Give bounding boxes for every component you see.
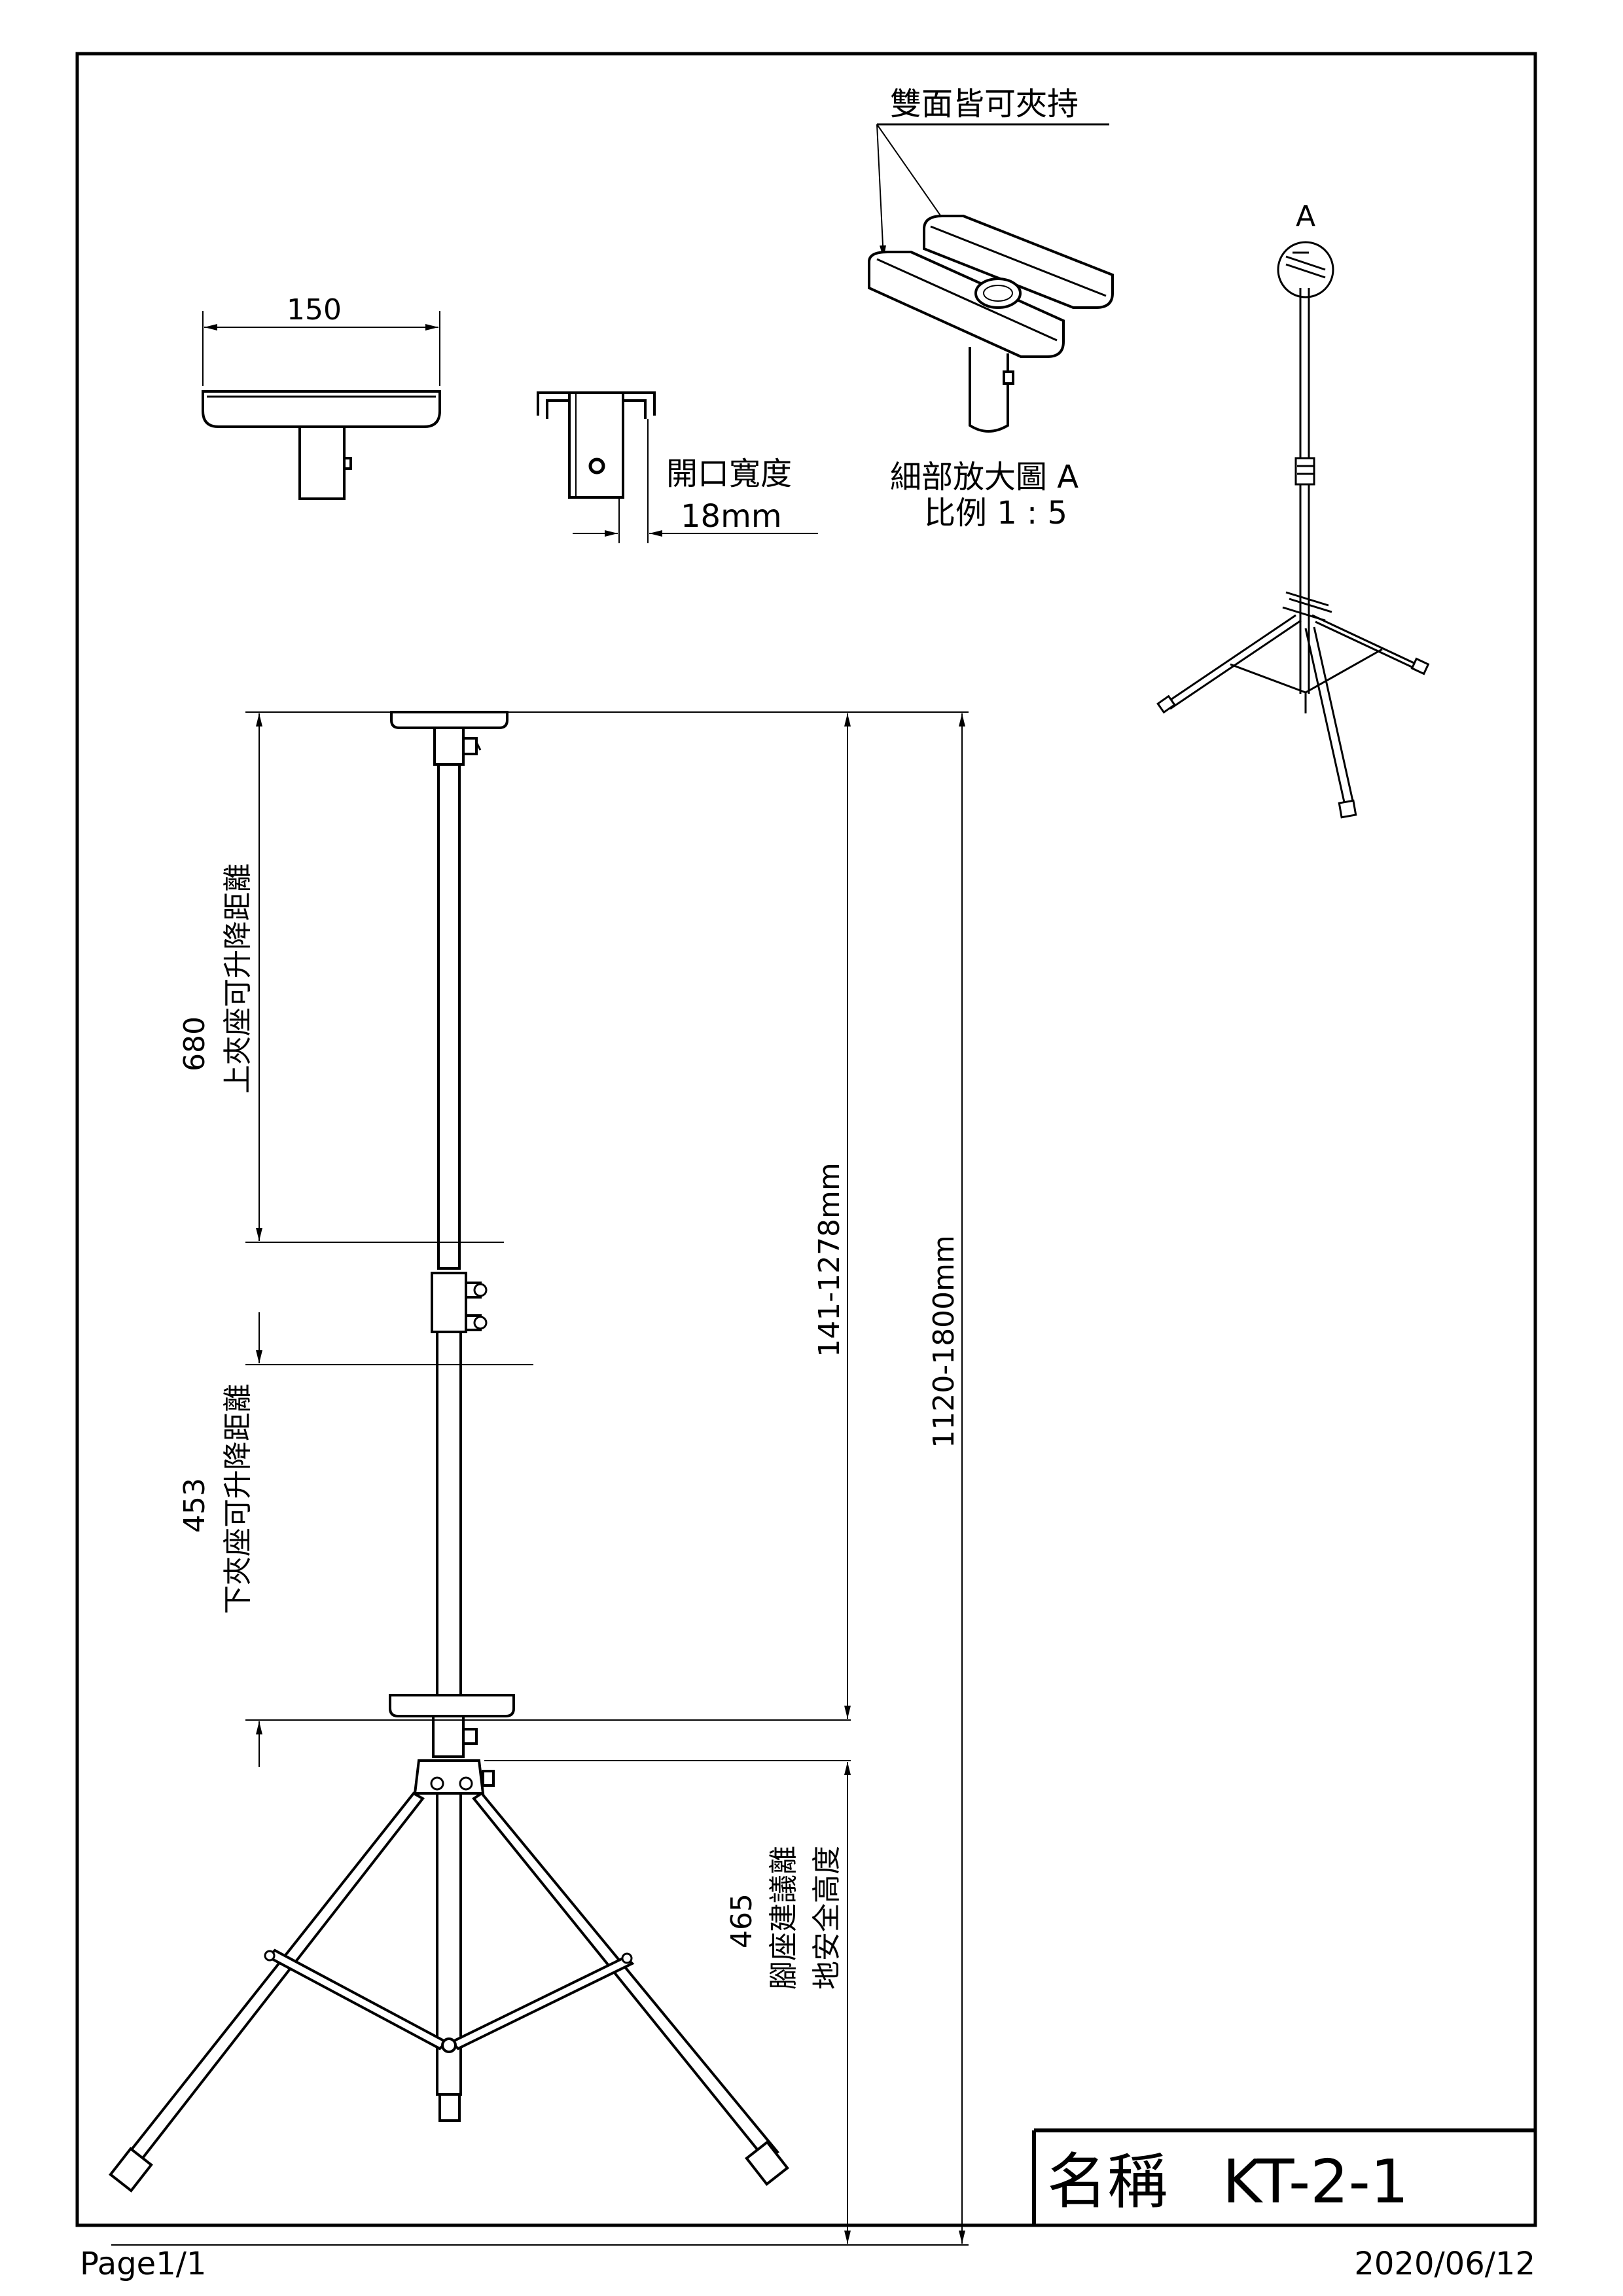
main-dimensions: 680 上夾座可升降距離 453 下夾座可升降距離 141-1278mm 112…: [111, 711, 969, 2246]
main-elevation: [109, 711, 789, 2193]
detail-a-view: 雙面皆可夾持 細部放大圖 A 比例 1 : 5: [868, 86, 1114, 531]
drawing-date: 2020/06/12: [1354, 2246, 1535, 2282]
lower-travel-value: 453: [178, 1478, 211, 1533]
detail-marker-a: A: [1296, 200, 1315, 233]
lower-travel-label: 下夾座可升降距離: [221, 1384, 255, 1614]
drawing-border: [75, 52, 1537, 2227]
clip-detail: 開口寬度 18mm: [537, 391, 818, 543]
double-side-callout: 雙面皆可夾持: [890, 86, 1079, 122]
seat-range-label: 141-1278mm: [813, 1162, 846, 1357]
opening-width-value: 18mm: [681, 498, 782, 535]
foot-height-label-1: 腳座建議離: [767, 1846, 800, 1990]
top-view: 150: [202, 293, 441, 500]
foot-height-value: 465: [725, 1893, 758, 1948]
name-label: 名稱: [1047, 2147, 1168, 2217]
detail-a-scale: 比例 1 : 5: [924, 495, 1067, 531]
foot-height-label-2: 地安全高度: [810, 1846, 844, 1990]
model-number: KT-2-1: [1222, 2147, 1408, 2217]
upper-travel-value: 680: [178, 1016, 211, 1071]
width-dimension-label: 150: [287, 293, 342, 327]
page-number: Page1/1: [80, 2246, 206, 2282]
title-block: 名稱 KT-2-1: [1032, 2128, 1535, 2225]
upper-travel-label: 上夾座可升降距離: [221, 863, 255, 1094]
detail-a-title: 細部放大圖 A: [890, 459, 1079, 495]
overall-height-label: 1120-1800mm: [927, 1235, 961, 1448]
opening-width-label: 開口寬度: [666, 456, 792, 492]
isometric-view: A: [1156, 200, 1430, 819]
